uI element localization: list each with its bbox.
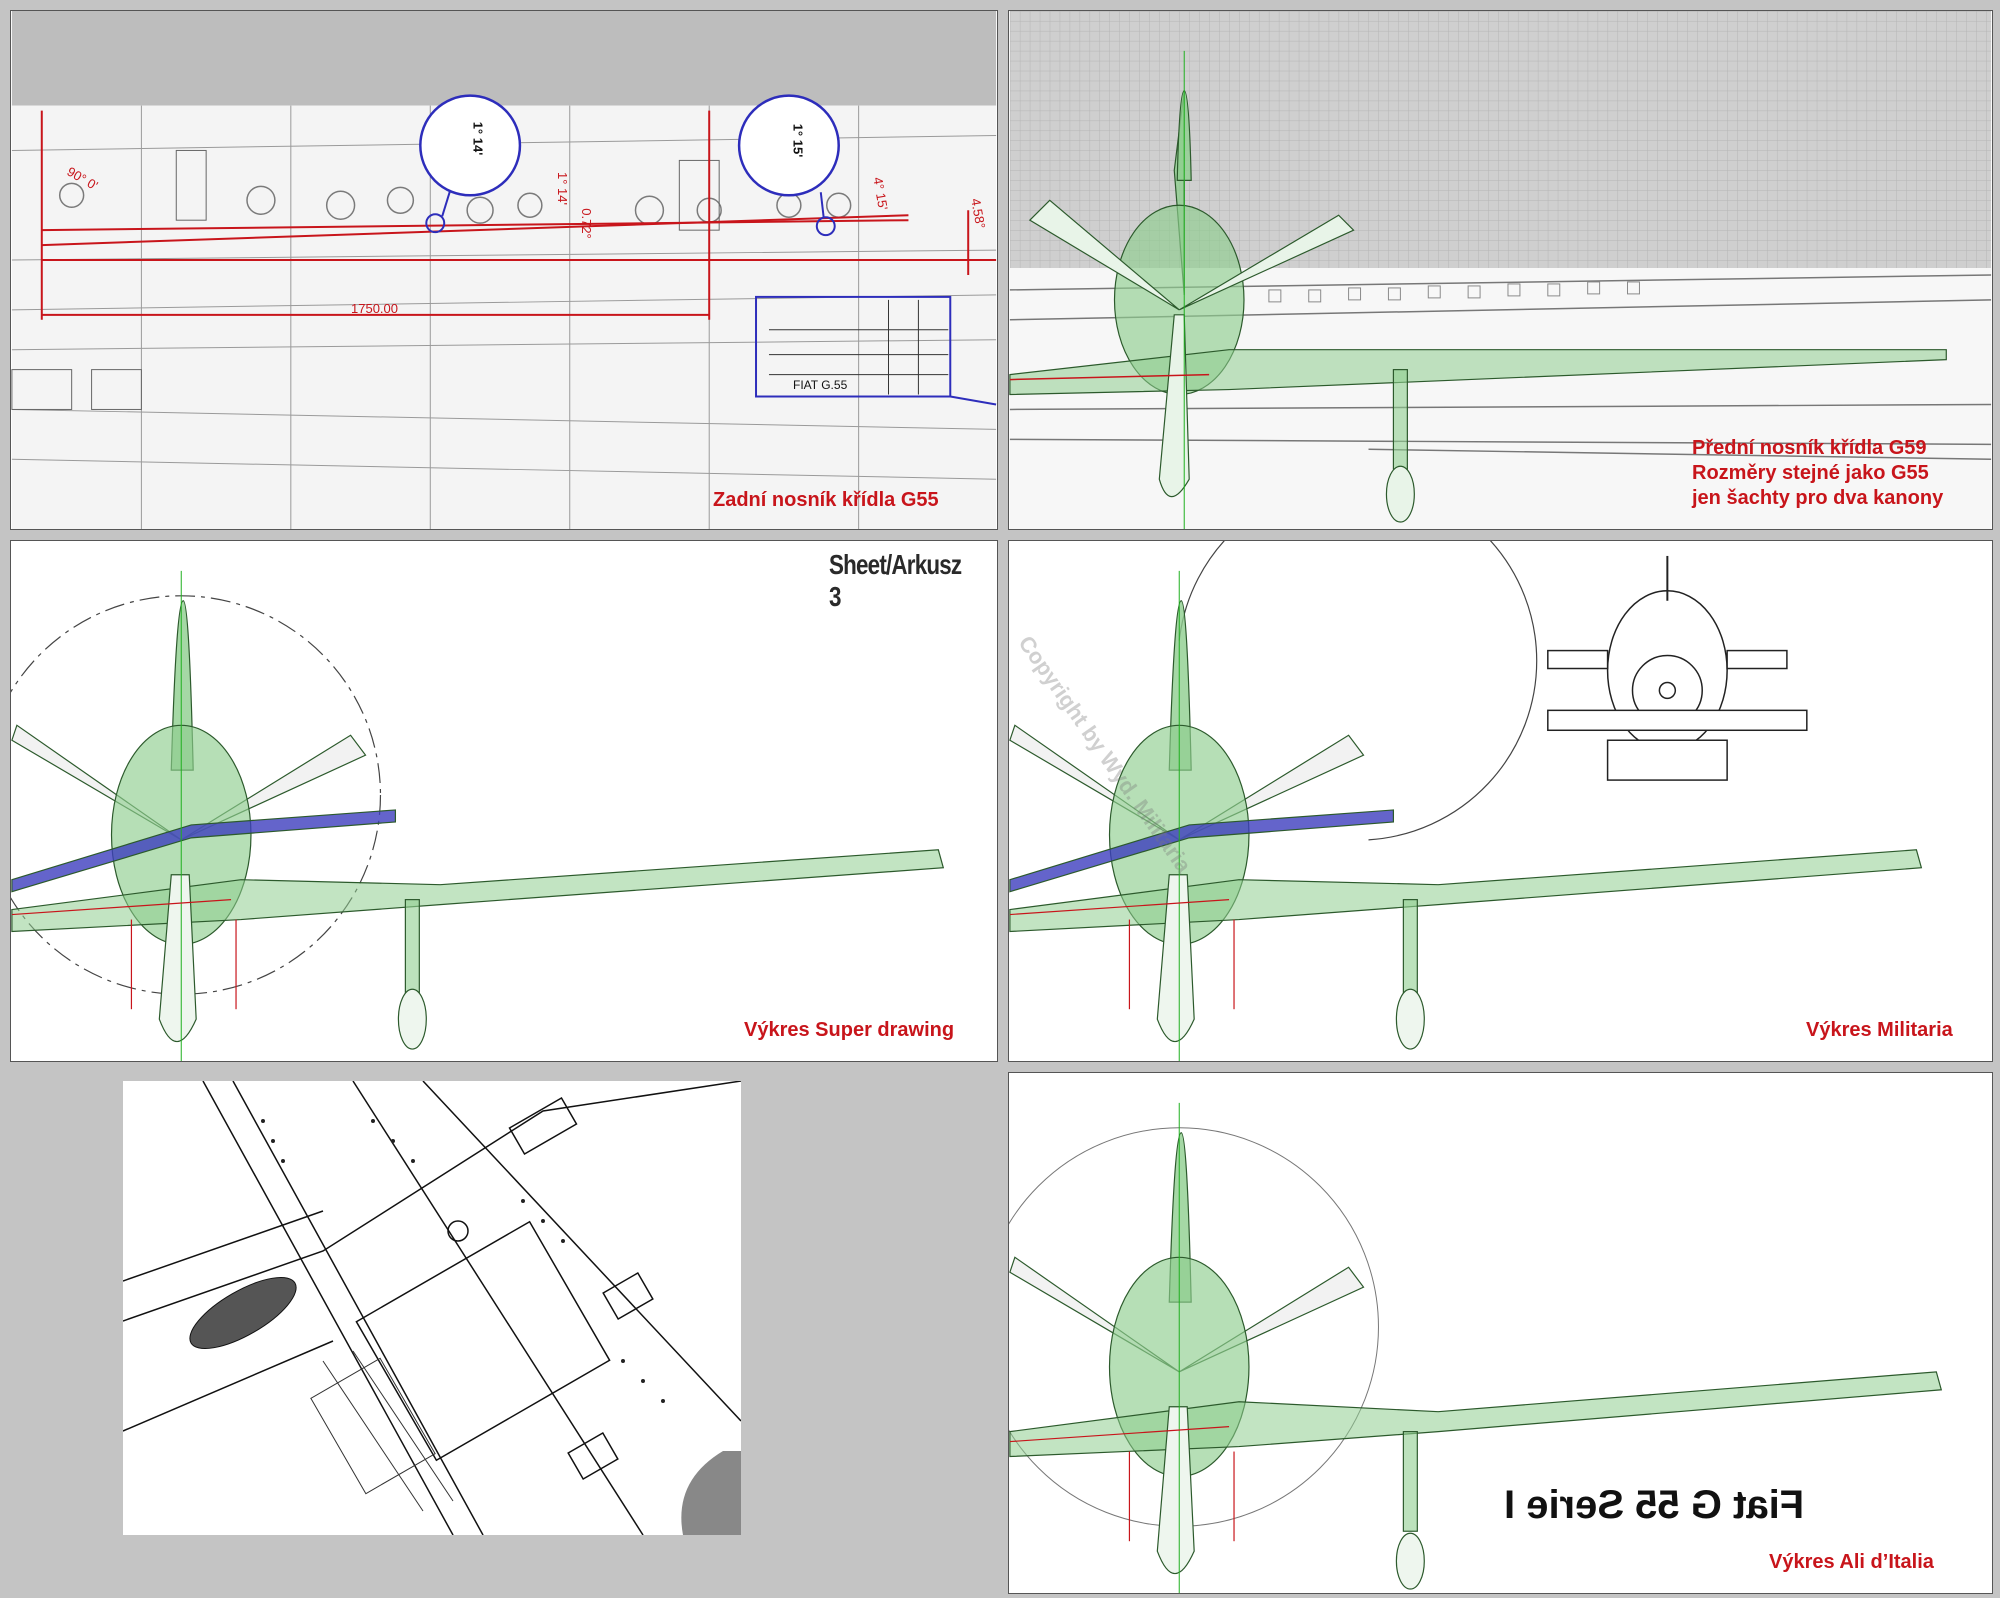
ali-italia-aircraft xyxy=(1009,1102,1943,1593)
rear-spar-caption: Zadní nosník křídla G55 xyxy=(713,489,939,511)
militaria-panel: Copyright by Wyd. Militaria Výkres Milit… xyxy=(1008,540,1993,1062)
angle-label-2: 1° 14' xyxy=(554,172,570,205)
rear-spar-drawing xyxy=(11,11,997,529)
mirrored-title: Fiat G 55 Serie I xyxy=(1504,1483,1805,1527)
militaria-aircraft xyxy=(1009,541,1923,1061)
sheet-label: Sheet/Arkusz 3 xyxy=(829,549,962,612)
front-spar-drawing xyxy=(1009,11,1992,529)
dimension-label: 1750.00 xyxy=(351,301,398,316)
rear-spar-panel: 1750.00 90° 0' 1° 14' 0.72° 4° 15' 4.58°… xyxy=(10,10,998,530)
detail-drawing xyxy=(123,1081,741,1535)
detail-drawing-panel xyxy=(123,1081,741,1535)
title-block-label: FIAT G.55 xyxy=(793,378,848,392)
front-spar-panel: Přední nosník křídla G59 Rozměry stejné … xyxy=(1008,10,1993,530)
militaria-caption: Výkres Militaria xyxy=(1806,1019,1953,1041)
ali-italia-caption: Výkres Ali d’Italia xyxy=(1769,1551,1934,1573)
super-drawing-panel: Sheet/Arkusz 3 Výkres Super drawing xyxy=(10,540,998,1062)
front-spar-caption-2: Rozměry stejné jako G55 xyxy=(1692,462,1929,484)
zoom-label-2: 1° 15' xyxy=(790,123,806,158)
front-spar-caption-3: jen šachty pro dva kanony xyxy=(1692,487,1944,509)
super-drawing-aircraft xyxy=(11,570,945,1061)
zoom-label-1: 1° 14' xyxy=(470,121,486,156)
front-spar-caption-1: Přední nosník křídla G59 xyxy=(1692,437,1927,459)
super-drawing-caption: Výkres Super drawing xyxy=(744,1019,955,1041)
angle-label-3: 0.72° xyxy=(578,208,594,239)
ali-italia-panel: Fiat G 55 Serie I Výkres Ali d’Italia xyxy=(1008,1072,1993,1594)
